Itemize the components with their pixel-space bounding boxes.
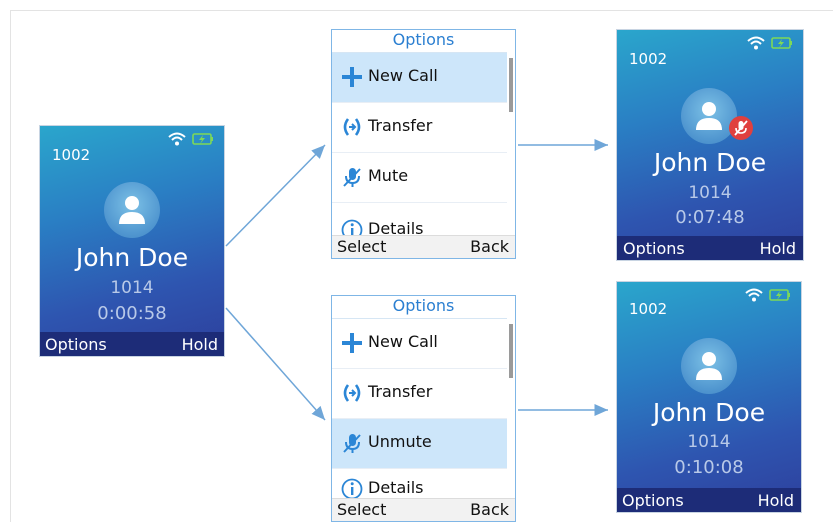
menu-item-new-call[interactable]: New Call: [332, 53, 508, 103]
status-icons: [745, 288, 791, 302]
menu-item-label: Details: [368, 219, 424, 238]
extension-label: 1002: [629, 300, 668, 318]
frame-border-top: [10, 10, 833, 11]
wifi-icon: [747, 36, 765, 50]
extension-label: 1002: [52, 146, 91, 164]
arrow-to-unmute-menu: [225, 307, 326, 421]
status-icons: [168, 132, 214, 146]
mute-icon: [343, 168, 361, 187]
arrow-to-mute-menu: [225, 144, 326, 247]
select-softkey[interactable]: Select: [337, 237, 387, 256]
contact-avatar: [104, 182, 160, 238]
menu-item-mute[interactable]: Mute: [332, 153, 508, 203]
person-icon: [696, 352, 722, 380]
call-screen-unmuted: 1002 John Doe 1014 0:10:08 Options Hold: [617, 282, 801, 512]
options-softkey[interactable]: Options: [623, 239, 685, 258]
back-softkey[interactable]: Back: [470, 500, 509, 519]
call-timer: 0:07:48: [675, 207, 745, 228]
battery-icon: [769, 289, 790, 301]
contact-avatar: [681, 88, 737, 144]
menu-item-transfer[interactable]: Transfer: [332, 103, 508, 153]
person-icon: [119, 196, 145, 224]
menu-scrollbar[interactable]: [507, 318, 515, 499]
battery-icon: [192, 133, 213, 145]
caller-name: John Doe: [75, 243, 189, 272]
menu-item-label: New Call: [368, 332, 438, 351]
menu-item-label: New Call: [368, 66, 438, 85]
transfer-icon: [343, 118, 361, 136]
caller-number: 1014: [110, 278, 154, 298]
menu-softkey-bar: Select Back: [332, 235, 515, 258]
call-timer: 0:00:58: [97, 303, 167, 324]
call-screen-muted: 1002 John Doe 1014 0:07:48 Options Hold: [617, 30, 803, 260]
mute-icon: [343, 434, 361, 453]
options-softkey[interactable]: Options: [622, 491, 684, 510]
frame-border-left: [10, 10, 11, 522]
softkey-bar: Options Hold: [617, 488, 801, 512]
wifi-icon: [745, 288, 763, 302]
menu-item-label: Unmute: [368, 432, 432, 451]
options-menu-unmute: Options New Call Transfer Unmute Details…: [331, 295, 516, 522]
menu-item-label: Mute: [368, 166, 409, 185]
menu-item-transfer[interactable]: Transfer: [332, 369, 508, 419]
status-icons: [747, 36, 793, 50]
plus-icon: [342, 333, 362, 353]
hold-softkey[interactable]: Hold: [759, 239, 796, 258]
menu-scrollbar-thumb[interactable]: [509, 58, 513, 112]
menu-item-unmute[interactable]: Unmute: [332, 419, 508, 469]
menu-softkey-bar: Select Back: [332, 498, 515, 521]
menu-title: Options: [332, 296, 515, 319]
hold-softkey[interactable]: Hold: [181, 335, 218, 354]
caller-number: 1014: [688, 183, 732, 203]
call-timer: 0:10:08: [674, 457, 744, 478]
back-softkey[interactable]: Back: [470, 237, 509, 256]
info-icon: [341, 478, 363, 500]
softkey-bar: Options Hold: [617, 236, 803, 260]
person-icon: [696, 102, 722, 130]
options-menu-mute: Options New Call Transfer Mute Details S…: [331, 29, 516, 259]
menu-scrollbar[interactable]: [507, 52, 515, 236]
hold-softkey[interactable]: Hold: [757, 491, 794, 510]
transfer-icon: [343, 384, 361, 402]
softkey-bar: Options Hold: [40, 332, 224, 356]
wifi-icon: [168, 132, 186, 146]
contact-avatar: [681, 338, 737, 394]
menu-item-label: Transfer: [368, 382, 433, 401]
call-screen-initial: 1002 John Doe 1014 0:00:58 Options Hold: [40, 126, 224, 356]
options-softkey[interactable]: Options: [45, 335, 107, 354]
menu-item-label: Details: [368, 478, 424, 497]
plus-icon: [342, 67, 362, 87]
menu-item-new-call[interactable]: New Call: [332, 319, 508, 369]
caller-name: John Doe: [652, 398, 766, 427]
muted-badge-icon: [729, 116, 753, 140]
caller-number: 1014: [687, 432, 731, 452]
select-softkey[interactable]: Select: [337, 500, 387, 519]
battery-icon: [771, 37, 792, 49]
menu-title: Options: [332, 30, 515, 53]
extension-label: 1002: [629, 50, 668, 68]
menu-scrollbar-thumb[interactable]: [509, 324, 513, 378]
menu-item-label: Transfer: [368, 116, 433, 135]
caller-name: John Doe: [653, 148, 767, 177]
